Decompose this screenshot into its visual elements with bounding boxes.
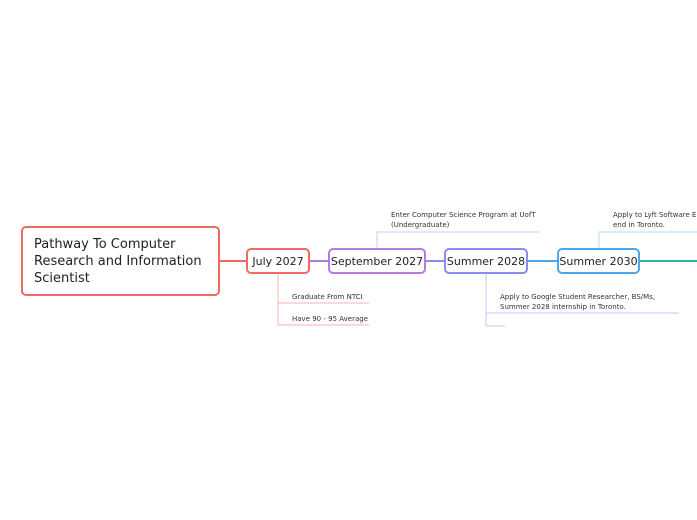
topic-july-2027[interactable]: July 2027 — [246, 248, 310, 274]
note-lyft-application[interactable]: Apply to Lyft Software E end in Toronto. — [613, 211, 697, 229]
note-google-internship[interactable]: Apply to Google Student Researcher, BS/M… — [500, 293, 656, 311]
link-summer2030-note — [598, 231, 697, 248]
root-topic[interactable]: Pathway To Computer Research and Informa… — [21, 226, 220, 296]
note-average[interactable]: Have 90 - 95 Average — [292, 315, 368, 323]
link-july-note-average — [277, 303, 369, 326]
topic-september-2027[interactable]: September 2027 — [328, 248, 426, 274]
topic-summer-2030[interactable]: Summer 2030 — [557, 248, 640, 274]
note-enter-cs-program[interactable]: Enter Computer Science Program at UofT (… — [391, 211, 536, 229]
note-graduate-ntci[interactable]: Graduate From NTCI — [292, 293, 363, 301]
topic-summer-2028[interactable]: Summer 2028 — [444, 248, 528, 274]
link-september-note — [376, 231, 540, 248]
